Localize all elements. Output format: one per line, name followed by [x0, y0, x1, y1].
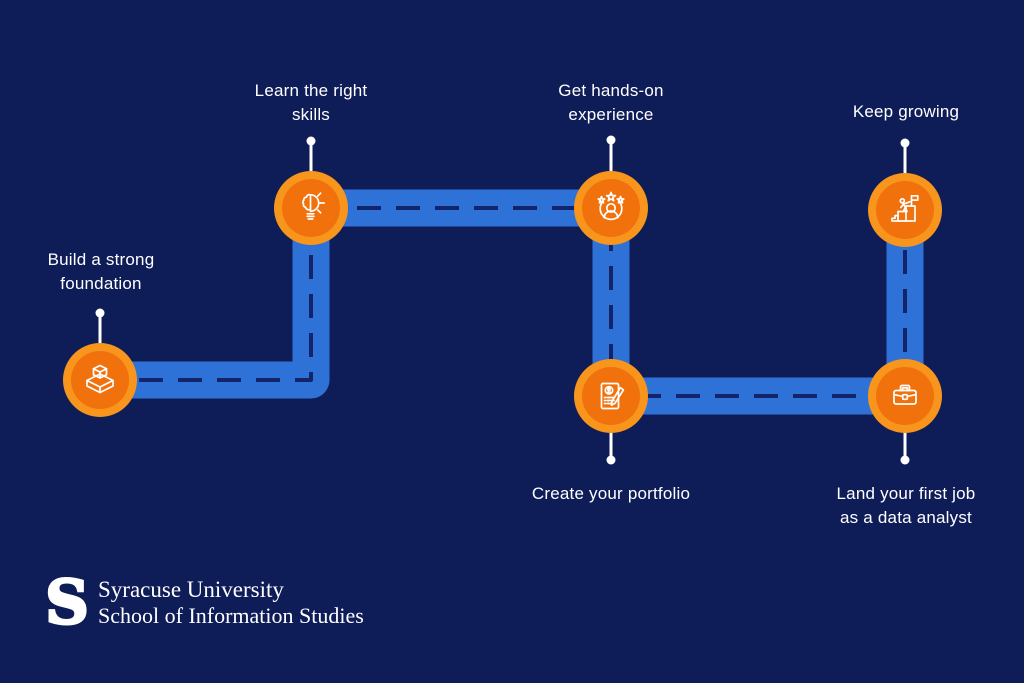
- person-stars-icon: [597, 191, 625, 221]
- syracuse-block-s-icon: S: [46, 574, 88, 630]
- step-label-line: Build a strong: [47, 250, 155, 269]
- step-label-line: foundation: [60, 274, 142, 293]
- step-node-keep-growing: [868, 173, 942, 247]
- step-label-create-portfolio: Create your portfolio: [532, 482, 690, 506]
- step-label-line: Keep growing: [852, 102, 960, 121]
- lightbulb-idea-icon: [302, 192, 326, 220]
- step-label-line: Get hands-on: [558, 81, 664, 100]
- step-label-keep-growing: Keep growing: [853, 100, 959, 124]
- step-label-line: skills: [291, 105, 331, 124]
- step-label-line: Learn the right: [254, 81, 368, 100]
- syracuse-logo-lockup: S Syracuse University School of Informat…: [46, 574, 364, 630]
- label-connectors: [95, 135, 910, 465]
- block-s-letter: S: [46, 574, 88, 630]
- logo-school-name: School of Information Studies: [98, 603, 364, 628]
- step-label-build-foundation: Build a strong foundation: [48, 248, 155, 296]
- step-label-line: experience: [568, 105, 654, 124]
- road-path: [100, 189, 924, 415]
- step-icons: [86, 191, 919, 410]
- step-label-line: Land your first job: [836, 484, 976, 503]
- logo-university-name: Syracuse University: [98, 577, 284, 602]
- step-label-learn-skills: Learn the right skills: [255, 79, 368, 127]
- step-node-build-foundation: [63, 343, 137, 417]
- step-node-create-portfolio: [574, 359, 648, 433]
- step-label-first-job: Land your first job as a data analyst: [837, 482, 976, 530]
- person-climbing-flag-icon: [891, 194, 919, 222]
- document-pencil-icon: [600, 382, 625, 410]
- step-node-first-job: [868, 359, 942, 433]
- step-label-line: Create your portfolio: [531, 484, 691, 503]
- step-node-hands-on: [574, 171, 648, 245]
- building-blocks-icon: [86, 364, 114, 394]
- step-nodes: [63, 171, 942, 433]
- briefcase-icon: [893, 384, 917, 405]
- logo-text: Syracuse University School of Informatio…: [98, 577, 364, 628]
- step-label-line: as a data analyst: [840, 508, 972, 527]
- step-label-hands-on: Get hands-on experience: [558, 79, 663, 127]
